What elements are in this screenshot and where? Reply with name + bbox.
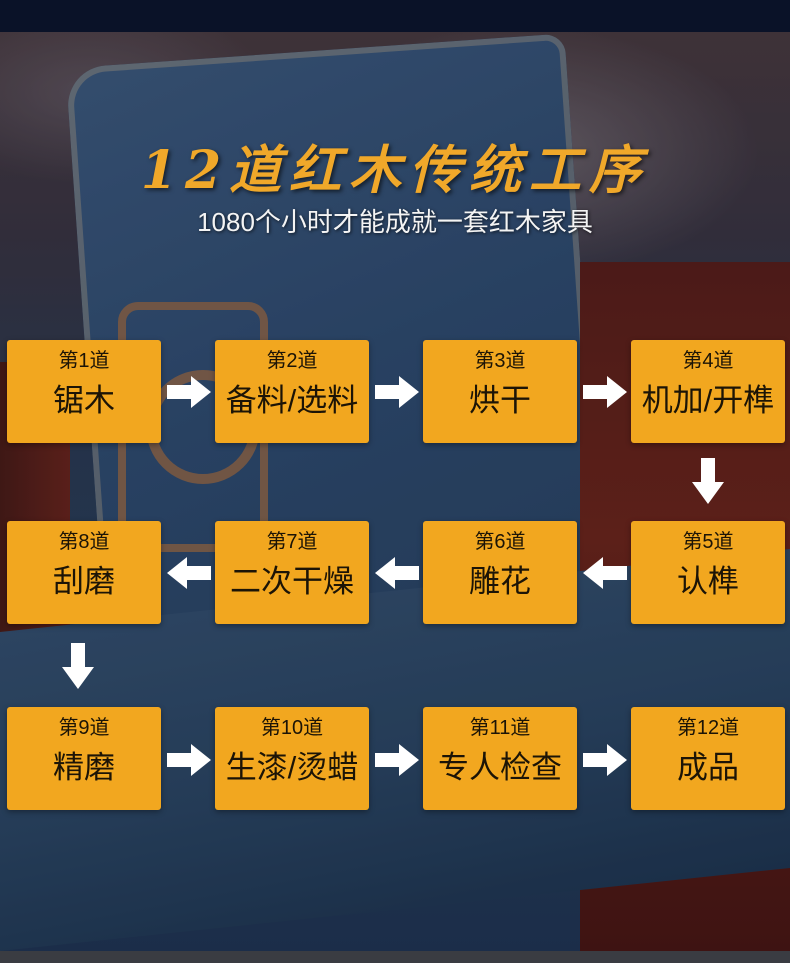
page-title: 12道红木传统工序	[140, 140, 650, 201]
step-number: 第2道	[266, 350, 318, 372]
step-name: 成品	[677, 750, 739, 785]
step-name: 精磨	[53, 750, 115, 785]
step-name: 机加/开榫	[641, 383, 775, 418]
arrow-right-icon	[167, 742, 211, 778]
arrow-left-icon	[167, 555, 211, 591]
step-6: 第6道 雕花	[423, 521, 577, 624]
arrow-right-icon	[583, 742, 627, 778]
step-name: 锯木	[53, 383, 115, 418]
step-name: 烘干	[469, 383, 531, 418]
step-name: 备料/选料	[225, 383, 359, 418]
step-name: 专人检查	[438, 750, 562, 785]
step-12: 第12道 成品	[631, 707, 785, 810]
step-number: 第7道	[266, 531, 318, 553]
step-number: 第8道	[58, 531, 110, 553]
step-number: 第11道	[469, 717, 531, 739]
step-3: 第3道 烘干	[423, 340, 577, 443]
step-number: 第12道	[676, 717, 740, 739]
arrow-right-icon	[375, 374, 419, 410]
arrow-right-icon	[583, 374, 627, 410]
step-number: 第9道	[58, 717, 110, 739]
step-number: 第1道	[58, 350, 110, 372]
step-11: 第11道 专人检查	[423, 707, 577, 810]
arrow-left-icon	[375, 555, 419, 591]
arrow-down-icon	[690, 458, 726, 504]
arrow-right-icon	[167, 374, 211, 410]
step-name: 二次干燥	[230, 564, 354, 599]
step-2: 第2道 备料/选料	[215, 340, 369, 443]
step-name: 刮磨	[53, 564, 115, 599]
arrow-left-icon	[583, 555, 627, 591]
step-4: 第4道 机加/开榫	[631, 340, 785, 443]
arrow-right-icon	[375, 742, 419, 778]
step-number: 第10道	[260, 717, 324, 739]
step-number: 第6道	[474, 531, 526, 553]
step-number: 第4道	[682, 350, 734, 372]
step-5: 第5道 认榫	[631, 521, 785, 624]
step-9: 第9道 精磨	[7, 707, 161, 810]
step-name: 雕花	[469, 564, 531, 599]
step-number: 第5道	[682, 531, 734, 553]
step-7: 第7道 二次干燥	[215, 521, 369, 624]
step-1: 第1道 锯木	[7, 340, 161, 443]
bottom-bar	[0, 951, 790, 963]
step-name: 生漆/烫蜡	[225, 750, 359, 785]
arrow-down-icon	[60, 643, 96, 689]
page-subtitle: 1080个小时才能成就一套红木家具	[197, 207, 593, 237]
step-number: 第3道	[474, 350, 526, 372]
top-bar	[0, 0, 790, 32]
step-8: 第8道 刮磨	[7, 521, 161, 624]
step-name: 认榫	[677, 564, 739, 599]
step-10: 第10道 生漆/烫蜡	[215, 707, 369, 810]
